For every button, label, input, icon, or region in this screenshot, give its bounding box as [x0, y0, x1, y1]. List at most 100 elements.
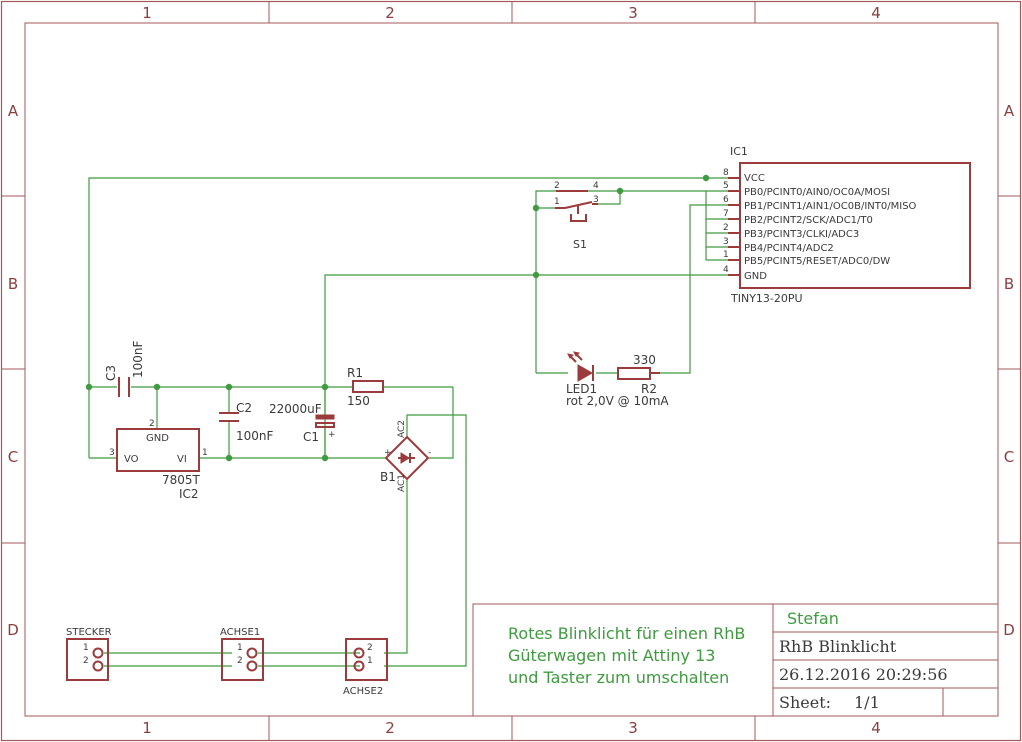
col-label-bottom-3: 3	[628, 719, 638, 737]
led1[interactable]: LED1 rot 2,0V @ 10mA	[566, 351, 669, 408]
description-note: Rotes Blinklicht für einen RhB Güterwage…	[508, 624, 745, 687]
note-line-1: Rotes Blinklicht für einen RhB	[508, 624, 745, 643]
stecker-name: STECKER	[66, 627, 112, 638]
s1-name: S1	[573, 238, 587, 251]
row-label-left-b: B	[8, 275, 18, 293]
s1-pin1: 1	[554, 197, 560, 207]
r2-name: R2	[641, 382, 657, 396]
achse1-pin2: 2	[237, 656, 243, 666]
title-block: Stefan RhB Blinklicht 26.12.2016 20:29:5…	[472, 603, 999, 717]
ic1-pin-stubs	[728, 177, 740, 276]
title-block-date: 26.12.2016 20:29:56	[779, 665, 948, 684]
s1-pin2: 2	[554, 181, 560, 191]
c2-capacitor[interactable]: C2 100nF	[219, 401, 274, 443]
c2-name: C2	[236, 401, 252, 415]
r1-resistor[interactable]: R1 150	[347, 366, 384, 408]
achse2-pin1: 1	[367, 656, 373, 666]
achse2-pin2: 2	[367, 643, 373, 653]
grid-labels: 1 2 3 4 1 2 3 4 A B C D A B C D	[7, 4, 1015, 737]
ic1-pin-pb5: PB5/PCINT5/RESET/ADC0/DW	[744, 256, 890, 267]
title-block-author: Stefan	[787, 609, 839, 628]
ic2-pin-vo: VO	[124, 454, 139, 465]
col-label-bottom-1: 1	[142, 719, 152, 737]
c2-value: 100nF	[236, 429, 274, 443]
ic1-pin-pb3: PB3/PCINT3/CLKI/ADC3	[744, 229, 859, 240]
col-label-top-1: 1	[142, 4, 152, 22]
ic2-value: 7805T	[162, 473, 201, 487]
r2-resistor[interactable]: 330 R2	[617, 353, 660, 396]
connector-stecker[interactable]: 1 2 STECKER	[66, 627, 112, 681]
ic2-pin-vi: VI	[177, 454, 187, 465]
s1-switch[interactable]: 2 1 4 3 S1	[554, 181, 599, 251]
col-label-bottom-2: 2	[385, 719, 395, 737]
row-label-right-a: A	[1004, 102, 1015, 120]
s1-pin3: 3	[593, 195, 599, 205]
ic1-pin5-num: 5	[723, 181, 729, 191]
c3-capacitor[interactable]: C3 100nF	[104, 340, 145, 397]
connector-achse1[interactable]: 1 2 ACHSE1	[220, 627, 264, 681]
ic1-pin4-num: 4	[723, 265, 729, 275]
ic1-name: IC1	[730, 145, 748, 158]
c1-name: C1	[303, 430, 319, 444]
stecker-pin1: 1	[83, 643, 89, 653]
achse1-name: ACHSE1	[220, 627, 260, 638]
b1-plus: +	[384, 448, 392, 458]
note-line-2: Güterwagen mit Attiny 13	[508, 646, 715, 665]
ic1-pin-gnd: GND	[744, 271, 767, 282]
row-label-right-b: B	[1004, 275, 1014, 293]
ic2-regulator[interactable]: 2 3 1 GND VO VI 7805T IC2	[109, 419, 208, 501]
c3-value: 100nF	[131, 340, 145, 378]
b1-bridge-rectifier[interactable]: AC2 AC1 + - B1	[380, 420, 431, 492]
col-label-top-3: 3	[628, 4, 638, 22]
ic2-pin-vi-num: 1	[202, 448, 208, 458]
ic2-pin-gnd-num: 2	[149, 419, 155, 429]
ic1-pin6-num: 6	[723, 195, 729, 205]
s1-pin4: 4	[593, 181, 599, 191]
r1-value: 150	[347, 394, 370, 408]
achse2-name: ACHSE2	[343, 686, 383, 697]
col-label-top-4: 4	[871, 4, 881, 22]
ic1-pin1-num: 1	[723, 250, 729, 260]
c1-capacitor[interactable]: 22000uF C1 +	[269, 402, 336, 444]
note-line-3: und Taster zum umschalten	[508, 668, 729, 687]
b1-minus: -	[428, 448, 431, 458]
b1-ac2: AC2	[397, 420, 407, 438]
junction-dots	[85, 174, 710, 462]
row-label-right-c: C	[1004, 448, 1014, 466]
b1-ac1: AC1	[397, 474, 407, 492]
r2-value: 330	[633, 353, 656, 367]
ic2-name: IC2	[179, 487, 199, 501]
row-label-left-c: C	[8, 448, 18, 466]
ic1-pin-pb1: PB1/PCINT1/AIN1/OC0B/INT0/MISO	[744, 201, 917, 212]
b1-name: B1	[380, 470, 396, 484]
row-label-left-a: A	[8, 102, 19, 120]
led1-name: LED1	[566, 382, 597, 396]
ic1-value: TINY13-20PU	[730, 292, 803, 305]
col-label-bottom-4: 4	[871, 719, 881, 737]
ic1-attiny13[interactable]: IC1 TINY13-20PU 8 5 6 7 2 3 1 4 VCC PB0/…	[723, 145, 971, 305]
c1-polarity: +	[328, 430, 336, 440]
connector-achse2[interactable]: 2 1 ACHSE2	[343, 638, 388, 697]
title-block-sheet-value: 1/1	[854, 693, 880, 712]
ic1-pin-pb2: PB2/PCINT2/SCK/ADC1/T0	[744, 215, 873, 226]
ic1-pin8-num: 8	[723, 168, 729, 178]
ic1-pin-pb0: PB0/PCINT0/AIN0/OC0A/MOSI	[744, 187, 890, 198]
ic1-pin-vcc: VCC	[744, 173, 765, 184]
c3-name: C3	[104, 365, 118, 381]
ic2-pin-gnd: GND	[146, 433, 169, 444]
ic2-pin-vo-num: 3	[109, 448, 115, 458]
led1-value: rot 2,0V @ 10mA	[566, 394, 669, 408]
stecker-pin2: 2	[83, 656, 89, 666]
title-block-sheet-label: Sheet:	[779, 693, 831, 712]
col-label-top-2: 2	[385, 4, 395, 22]
ic1-pin2-num: 2	[723, 223, 729, 233]
row-label-right-d: D	[1003, 621, 1015, 639]
ic1-pin-pb4: PB4/PCINT4/ADC2	[744, 243, 834, 254]
title-block-title: RhB Blinklicht	[779, 637, 897, 656]
ic1-pin7-num: 7	[723, 209, 729, 219]
ic1-pin3-num: 3	[723, 237, 729, 247]
wires	[88, 177, 728, 667]
row-label-left-d: D	[7, 621, 19, 639]
c1-value: 22000uF	[269, 402, 322, 416]
